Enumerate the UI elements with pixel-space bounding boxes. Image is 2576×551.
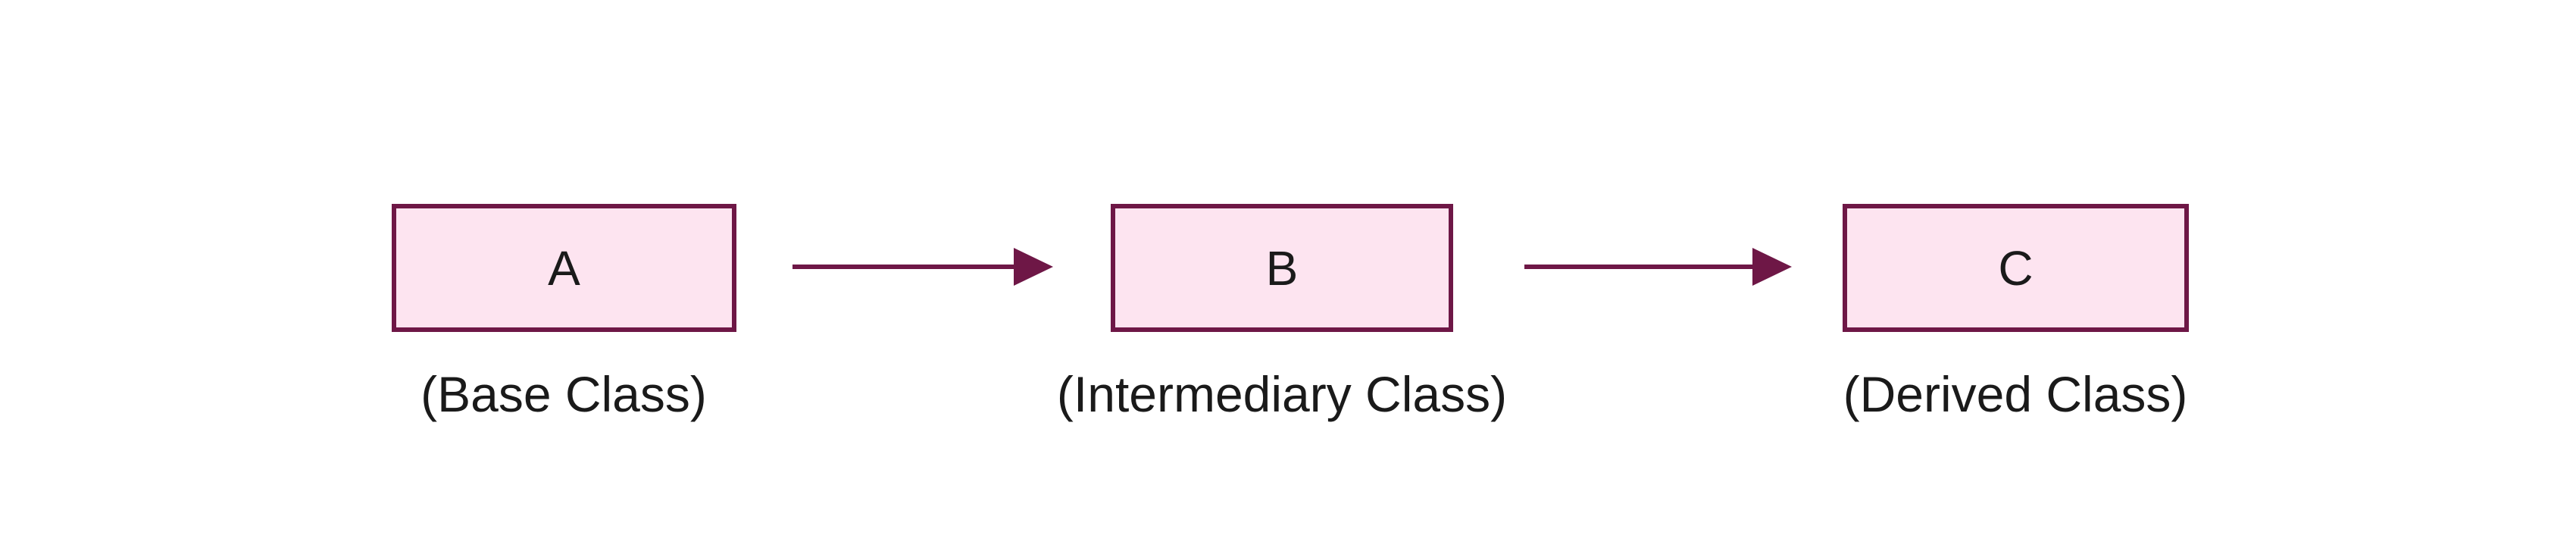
class-box-b: B <box>1111 204 1453 332</box>
arrow-a-to-b <box>792 248 1053 286</box>
class-caption-base: (Base Class) <box>420 366 707 422</box>
class-box-c: C <box>1843 204 2189 332</box>
class-box-b-label: B <box>1265 240 1299 296</box>
class-box-c-label: C <box>1998 240 2034 296</box>
arrow-b-to-c-head-icon <box>1752 248 1792 286</box>
class-caption-derived: (Derived Class) <box>1843 366 2188 422</box>
arrow-b-to-c <box>1524 248 1792 286</box>
arrow-a-to-b-head-icon <box>1014 248 1053 286</box>
class-box-a-label: A <box>548 240 580 296</box>
class-box-a: A <box>392 204 736 332</box>
class-caption-intermediary: (Intermediary Class) <box>1056 366 1508 422</box>
